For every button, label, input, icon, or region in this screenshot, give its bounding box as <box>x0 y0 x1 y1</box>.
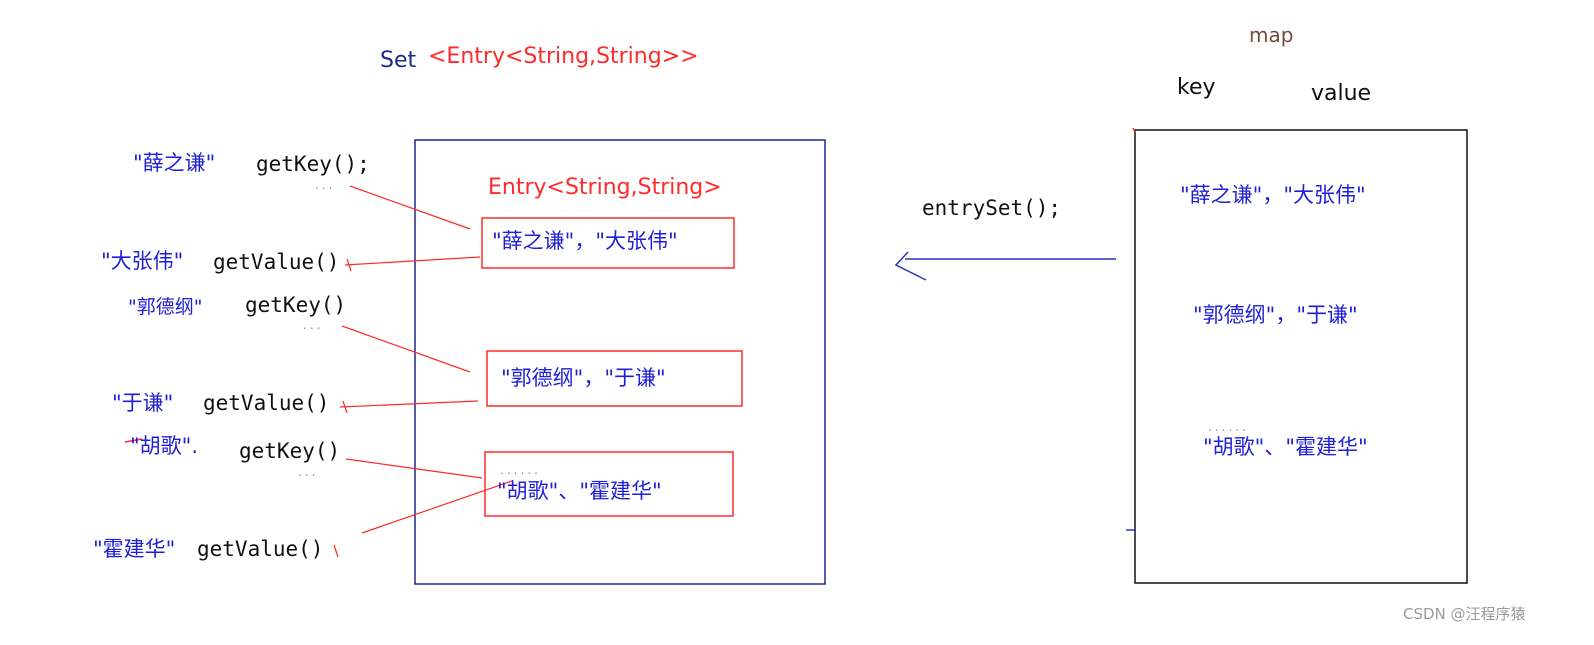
entry-box-3 <box>484 451 734 517</box>
map-value-header: value <box>1311 81 1372 106</box>
connector-key-1 <box>349 185 471 230</box>
entry-pair-3: "胡歌"、"霍建华" <box>497 479 662 503</box>
connector-value-2 <box>339 400 479 408</box>
set-title-prefix: Set <box>380 48 417 73</box>
red-mark-v3 <box>333 544 339 558</box>
entryset-arrow-head <box>894 251 927 281</box>
red-mark-v1 <box>346 258 352 272</box>
watermark: CSDN @汪程序猿 <box>1403 605 1526 623</box>
getkey-3-ellipsis: ... <box>298 465 319 479</box>
getkey-call-3: getKey() <box>239 439 341 463</box>
connector-value-3 <box>361 480 513 534</box>
map-container-box <box>1134 129 1468 584</box>
connector-key-2 <box>341 325 471 373</box>
entry-pair-1: "薛之谦"，"大张伟" <box>492 229 678 253</box>
getkey-2-ellipsis: ... <box>303 318 324 332</box>
entry-pair-2: "郭德纲"，"于谦" <box>501 366 666 390</box>
getvalue-call-3: getValue() <box>197 537 324 561</box>
connector-value-1 <box>344 256 481 266</box>
connector-key-3 <box>345 458 483 479</box>
set-title-generic: <Entry<String,String>> <box>428 44 699 69</box>
red-mark-v2 <box>342 400 348 414</box>
map-entry-3: "胡歌"、"霍建华" <box>1203 435 1368 459</box>
getvalue-call-1: getValue() <box>213 250 340 274</box>
value-label-2: "于谦" <box>112 391 174 415</box>
map-entry-1: "薛之谦"，"大张伟" <box>1180 183 1366 207</box>
entry-box-2 <box>486 350 743 407</box>
getvalue-call-2: getValue() <box>203 391 330 415</box>
value-label-1: "大张伟" <box>101 249 184 273</box>
entry-type-label: Entry<String,String> <box>488 175 722 200</box>
key-label-3: "胡歌". <box>130 434 198 458</box>
map-title: map <box>1249 23 1294 47</box>
entry-box-1 <box>481 217 735 269</box>
red-mark-hu <box>124 438 143 443</box>
entry-3-ellipsis: ...... <box>500 463 541 477</box>
entryset-call: entrySet(); <box>922 196 1062 220</box>
getkey-call-1: getKey(); <box>256 152 370 176</box>
map-key-header: key <box>1177 75 1216 100</box>
map-entry-3-ellipsis: ...... <box>1208 420 1249 434</box>
map-entry-2: "郭德纲"，"于谦" <box>1193 303 1358 327</box>
key-label-2: "郭德纲" <box>128 296 203 318</box>
getkey-call-2: getKey() <box>245 293 347 317</box>
value-label-3: "霍建华" <box>93 537 176 561</box>
getkey-1-ellipsis: ... <box>315 178 336 192</box>
key-label-1: "薛之谦" <box>133 151 216 175</box>
map-box-corner-mark <box>1132 127 1136 133</box>
set-container-box <box>414 139 826 585</box>
